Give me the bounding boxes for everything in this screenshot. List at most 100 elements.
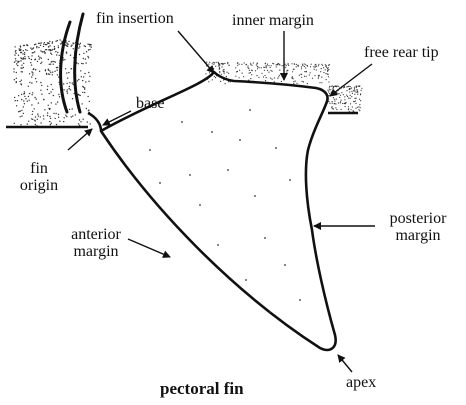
stipple-dot (334, 103, 335, 104)
stipple-dot (41, 42, 42, 43)
stipple-dot (286, 71, 287, 72)
stipple-dot (14, 123, 15, 124)
stipple-dot (34, 44, 35, 45)
stipple-dot (81, 63, 82, 64)
stipple-dot (50, 91, 51, 92)
stipple-dot (34, 97, 35, 98)
stipple-dot (325, 66, 326, 67)
stipple-dot (26, 44, 27, 45)
stipple-dot (22, 53, 23, 54)
stipple-dot (35, 59, 36, 60)
label-posterior-margin-line2: margin (378, 227, 458, 244)
stipple-dot (78, 63, 79, 64)
stipple-dot (347, 86, 348, 87)
stipple-dot (267, 64, 268, 65)
stipple-dot (77, 80, 78, 81)
stipple-dot (318, 75, 319, 76)
stipple-dot (49, 41, 50, 42)
stipple-dot (266, 77, 267, 78)
stipple-dot (332, 101, 333, 102)
stipple-dot (206, 62, 207, 63)
stipple-dot (35, 44, 36, 45)
stipple-dot (34, 108, 35, 109)
stipple-dot (237, 65, 238, 66)
stipple-dot (340, 101, 341, 102)
stipple-dot (88, 49, 89, 50)
stipple-dot (325, 73, 326, 74)
stipple-dot (311, 64, 312, 65)
stipple-dot (215, 66, 216, 67)
stipple-dot (222, 64, 223, 65)
stipple-dot (44, 109, 45, 110)
stipple-dot (336, 109, 337, 110)
stipple-dot (209, 62, 210, 63)
stipple-dot (56, 67, 57, 68)
fin-dot (199, 204, 201, 206)
stipple-dot (354, 91, 355, 92)
stipple-dot (276, 66, 277, 67)
stipple-dot (58, 47, 59, 48)
stipple-dot (48, 105, 49, 106)
stipple-dot (21, 65, 22, 66)
stipple-dot (54, 48, 55, 49)
stipple-dot (358, 86, 359, 87)
stipple-dot (343, 94, 344, 95)
stipple-dot (296, 83, 297, 84)
stipple-dot (322, 65, 323, 66)
stipple-dot (81, 76, 82, 77)
stipple-dot (332, 85, 333, 86)
stipple-dot (31, 55, 32, 56)
stipple-dot (19, 48, 20, 49)
stipple-dot (66, 52, 67, 53)
stipple-dot (52, 71, 53, 72)
stipple-dot (88, 72, 89, 73)
stipple-dot (301, 68, 302, 69)
stipple-dot (66, 91, 67, 92)
fin-dot (149, 149, 151, 151)
stipple-dot (55, 51, 56, 52)
stipple-dot (67, 89, 68, 90)
stipple-dot (84, 92, 85, 93)
stipple-dot (313, 66, 314, 67)
stipple-dot (314, 75, 315, 76)
stipple-dot (57, 52, 58, 53)
stipple-dot (43, 115, 44, 116)
stipple-dot (39, 43, 40, 44)
stipple-dot (352, 93, 353, 94)
stipple-dot (88, 110, 89, 111)
stipple-dot (237, 71, 238, 72)
stipple-dot (15, 60, 16, 61)
stipple-dot (250, 72, 251, 73)
stipple-dot (31, 104, 32, 105)
stipple-dot (294, 64, 295, 65)
stipple-dot (318, 65, 319, 66)
stipple-dot (66, 116, 67, 117)
stipple-dot (32, 114, 33, 115)
stipple-dot (47, 115, 48, 116)
stipple-dot (58, 117, 59, 118)
stipple-dot (68, 88, 69, 89)
stipple-dot (86, 108, 87, 109)
stipple-dot (17, 61, 18, 62)
stipple-dot (17, 100, 18, 101)
stipple-dot (49, 49, 50, 50)
stipple-dot (208, 64, 209, 65)
stipple-dot (239, 70, 240, 71)
stipple-dot (359, 86, 360, 87)
stipple-dot (227, 63, 228, 64)
stipple-dot (82, 63, 83, 64)
stipple-dot (18, 95, 19, 96)
stipple-dot (248, 68, 249, 69)
arrow-fin-insertion (178, 31, 214, 73)
stipple-dot (67, 93, 68, 94)
stipple-dot (51, 102, 52, 103)
stipple-dot (342, 103, 343, 104)
stipple-dot (46, 49, 47, 50)
stipple-dot (24, 93, 25, 94)
stipple-dot (83, 76, 84, 77)
stipple-dot (351, 91, 352, 92)
stipple-dot (21, 110, 22, 111)
stipple-dot (44, 52, 45, 53)
stipple-dot (65, 68, 66, 69)
gill-slits (61, 14, 83, 112)
